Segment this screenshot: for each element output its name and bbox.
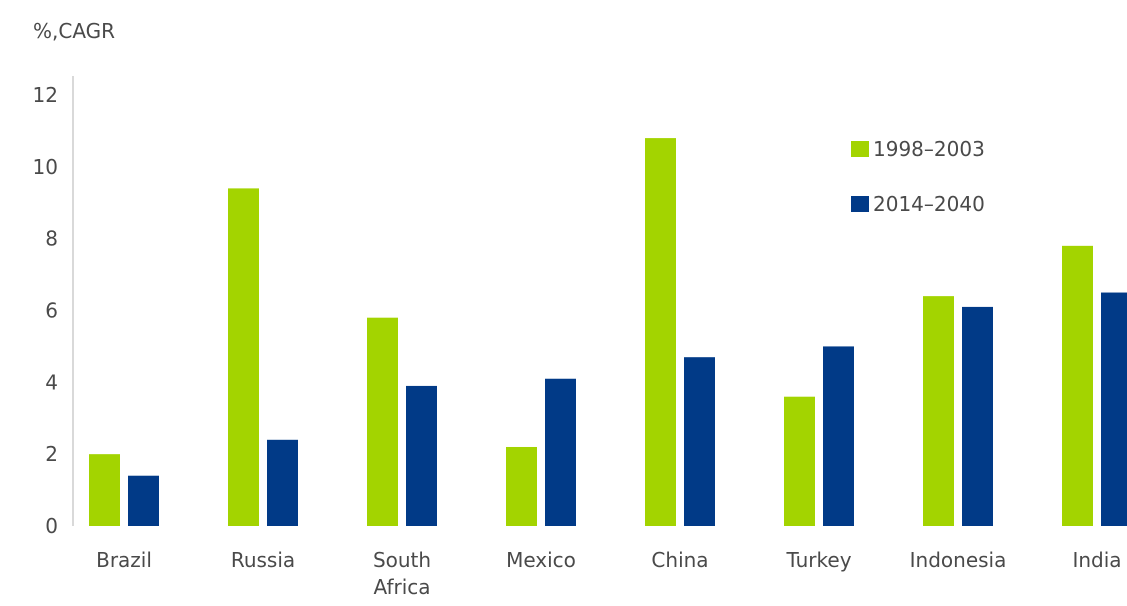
bar-indonesia-series-2	[962, 306, 993, 526]
bar-mexico-series-1	[506, 446, 537, 526]
y-axis: 0 2 4 6 8 10 12	[33, 76, 74, 538]
bar-turkey-series-1	[784, 396, 815, 526]
bar-mexico-series-2	[545, 378, 576, 526]
x-tick-label: Turkey	[785, 548, 851, 572]
bar-south-africa-series-2	[406, 385, 437, 526]
bar-turkey-series-2	[823, 346, 854, 526]
legend: 1998–2003 2014–2040	[851, 137, 985, 216]
y-tick-label: 2	[45, 442, 58, 466]
bar-brazil-series-2	[128, 475, 159, 526]
y-tick-label: 6	[45, 299, 58, 323]
x-tick-label: India	[1072, 548, 1121, 572]
y-tick-label: 8	[45, 227, 58, 251]
bar-india-series-2	[1101, 292, 1127, 526]
bar-south-africa-series-1	[367, 317, 398, 526]
x-tick-label: Mexico	[506, 548, 576, 572]
y-tick-label: 12	[33, 83, 58, 107]
y-tick-label: 4	[45, 370, 58, 394]
y-tick-label: 10	[33, 155, 58, 179]
x-tick-label: Indonesia	[910, 548, 1007, 572]
x-tick-label: China	[651, 548, 708, 572]
bars	[89, 138, 1127, 526]
bar-indonesia-series-1	[923, 296, 954, 526]
bar-china-series-1	[645, 138, 676, 526]
x-tick-label: South	[373, 548, 431, 572]
bar-russia-series-2	[267, 439, 298, 526]
x-tick-label: Russia	[231, 548, 295, 572]
y-unit-label: %,CAGR	[33, 19, 115, 43]
bar-china-series-2	[684, 357, 715, 526]
x-tick-label: Africa	[373, 575, 430, 599]
legend-label: 1998–2003	[873, 137, 985, 161]
legend-label: 2014–2040	[873, 192, 985, 216]
bar-india-series-1	[1062, 245, 1093, 526]
legend-swatch	[851, 141, 869, 157]
bar-brazil-series-1	[89, 454, 120, 526]
bar-russia-series-1	[228, 188, 259, 526]
x-tick-label: Brazil	[96, 548, 152, 572]
legend-swatch	[851, 196, 869, 212]
y-tick-label: 0	[45, 514, 58, 538]
